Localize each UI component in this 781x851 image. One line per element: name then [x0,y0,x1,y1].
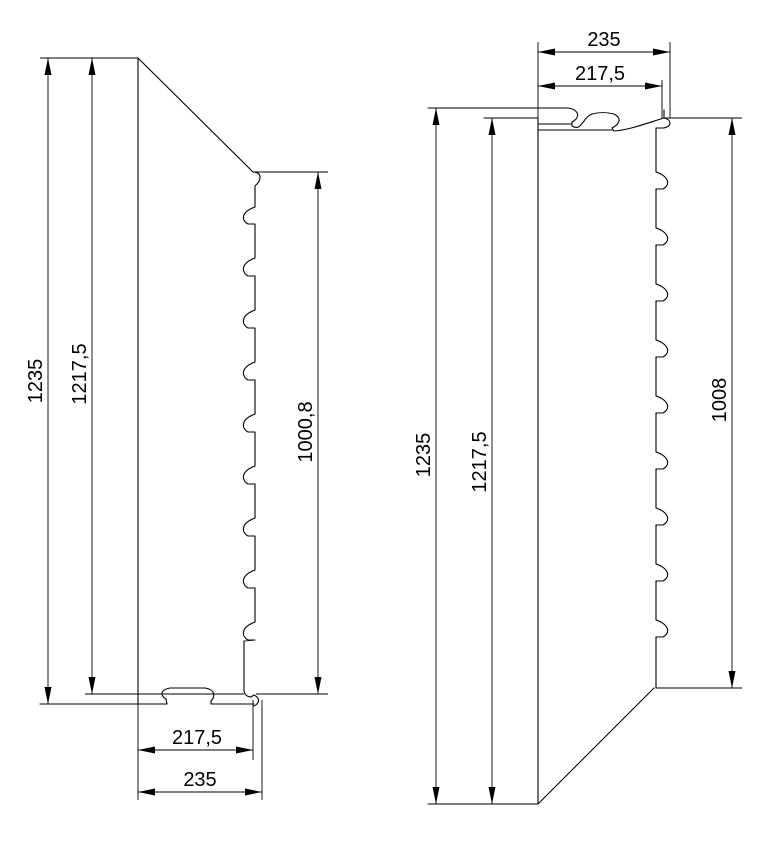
right-dim-1008: 1008 [709,118,736,688]
left-dim-217-5: 217,5 [138,727,253,754]
left-dim-1235: 1235 [25,58,52,704]
left-dim-235-label: 235 [183,769,216,791]
right-dim-1217-5-label: 1217,5 [469,431,491,492]
right-part-outline [427,107,665,805]
right-dim-217-5-label: 217,5 [575,63,625,85]
right-dim-1008-label: 1008 [709,378,731,423]
right-part-top-lip [483,117,613,131]
left-part-outline [39,57,255,705]
left-dim-235: 235 [138,769,262,796]
right-dim-235: 235 [538,29,670,56]
right-dim-1217-5: 1217,5 [469,118,496,804]
right-dim-1235: 1235 [413,108,440,804]
right-dim-235-label: 235 [587,29,620,51]
left-dim-1217-5: 1217,5 [69,58,96,694]
right-dim-1235-label: 1235 [413,433,435,478]
left-part-notched-edge [242,171,261,707]
right-dim-217-5: 217,5 [538,63,662,90]
right-part: 235 217,5 1235 1217,5 1008 [413,29,742,805]
left-dim-217-5-label: 217,5 [172,727,222,749]
left-part: 1235 1217,5 1000,8 217,5 235 [25,57,328,800]
right-part-notched-edge [655,117,671,689]
left-dim-1217-5-label: 1217,5 [69,343,91,404]
left-dim-1235-label: 1235 [25,359,47,404]
left-dim-1000-8-label: 1000,8 [295,401,317,462]
left-dim-1000-8: 1000,8 [295,172,322,694]
